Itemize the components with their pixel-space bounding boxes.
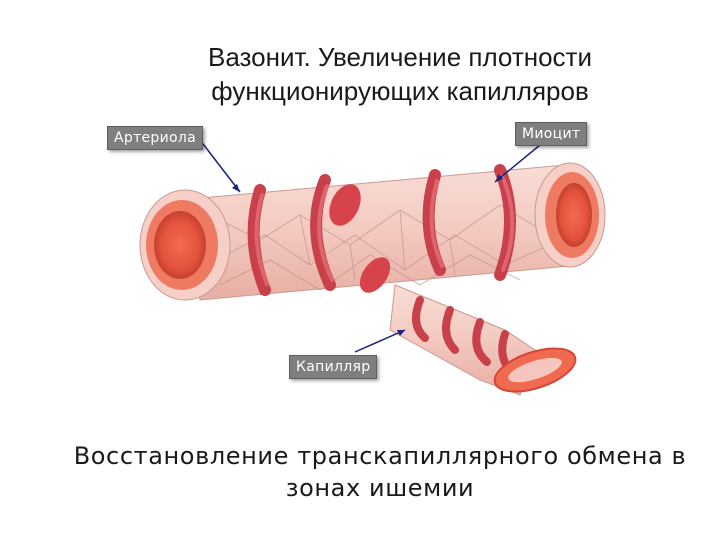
capillary-branch <box>389 284 577 396</box>
capillary-label: Капилляр <box>289 355 378 379</box>
title-line-1: Вазонит. Увеличение плотности <box>208 42 592 72</box>
myocyte-label: Миоцит <box>515 122 588 146</box>
title-line-2: функционирующих капилляров <box>211 76 589 106</box>
caption-line-2: зонах ишемии <box>285 474 475 502</box>
arteriole-left-lumen <box>139 189 231 301</box>
arteriole-pointer <box>199 139 241 193</box>
caption: Восстановление транскапиллярного обмена … <box>60 440 700 504</box>
arteriole-label: Артериола <box>107 126 204 150</box>
arteriole-body <box>179 164 581 301</box>
myocyte-pointer <box>494 144 541 183</box>
arteriole-right-lumen <box>534 162 606 268</box>
page-title: Вазонит. Увеличение плотности функционир… <box>140 40 660 108</box>
caption-line-1: Восстановление транскапиллярного обмена … <box>73 442 687 470</box>
capillary-pointer <box>354 329 406 353</box>
